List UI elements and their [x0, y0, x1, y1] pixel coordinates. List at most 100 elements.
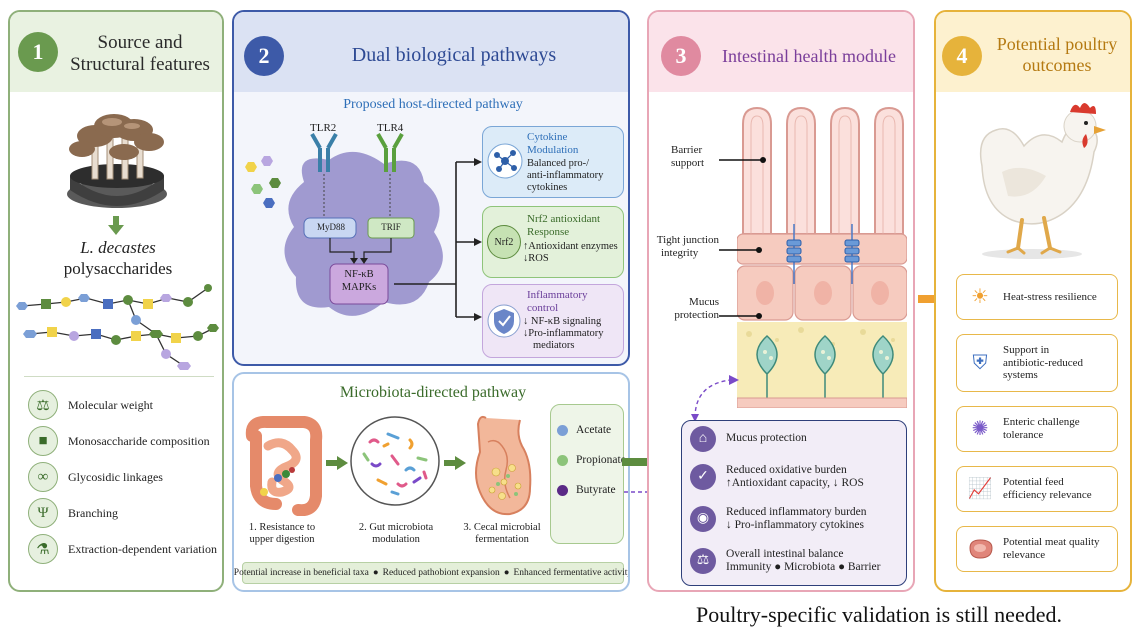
title-line: Potential poultry	[996, 34, 1118, 54]
arrow-down-icon	[108, 216, 124, 235]
chicken-icon	[979, 103, 1106, 259]
outcome-line: Potential meat quality	[1003, 536, 1100, 549]
panel-title: Source and Structural features	[60, 32, 220, 76]
scfa-item: Acetate	[557, 424, 611, 436]
desc-text: Barrier	[847, 561, 881, 574]
footer-text: Enhanced fermentative activity	[513, 568, 630, 578]
nrf2-response-box: Nrf2 Nrf2 antioxidant Response ↑Antioxid…	[482, 206, 624, 278]
outcome-text: Support in antibiotic-reduced systems	[1003, 344, 1083, 382]
desc-line: Balanced pro-/	[527, 158, 590, 169]
panel-intestinal-health: 3 Intestinal health module	[647, 10, 915, 592]
arrow-down-icon: ↓	[523, 253, 529, 265]
receptor-label-tlr2: TLR2	[310, 122, 337, 134]
panel-title: Potential poultry outcomes	[982, 34, 1130, 75]
polysaccharide-chain-icon	[16, 284, 219, 370]
bullet-icon: ●	[372, 568, 379, 578]
balance-icon: ⚖	[690, 548, 716, 574]
scfa-label: Propionate	[576, 454, 626, 466]
title-line: outcomes	[1022, 54, 1092, 75]
receptor-label-tlr4: TLR4	[377, 122, 404, 134]
step-label: 2. Gut microbiota modulation	[344, 522, 448, 546]
outcome-card: ⛨ Support in antibiotic-reduced systems	[956, 334, 1118, 392]
inflammatory-control-box: Inflammatory control ↓ NF-κB signaling ↓…	[482, 284, 624, 358]
mushroom-icon	[67, 114, 167, 208]
adaptor-trif: TRIF	[381, 222, 401, 232]
arrow-up-icon: ↑	[523, 241, 529, 252]
intestinal-tissue-icon	[737, 106, 907, 408]
outcome-card: ✺ Enteric challenge tolerance	[956, 406, 1118, 452]
branch-icon: Ψ	[28, 498, 58, 528]
outcome-line: Enteric challenge	[1003, 416, 1080, 429]
desc-text: ROS	[528, 253, 549, 265]
outcome-title: Overall intestinal balance	[726, 548, 844, 560]
outcome-line: Support in	[1003, 344, 1050, 357]
arrow-right-icon	[326, 456, 348, 470]
step-line: 3. Cecal microbial	[463, 522, 541, 533]
chart-up-icon: 📈	[967, 477, 993, 500]
adaptor-myd88: MyD88	[316, 222, 345, 232]
panel-dual-pathways: 2 Dual biological pathways Proposed host…	[232, 10, 630, 366]
desc-text: ROS	[841, 477, 864, 490]
title-line: Modulation	[527, 143, 579, 156]
outcome-title: Reduced oxidative burden	[726, 464, 847, 476]
outcome-line: Potential feed	[1003, 476, 1064, 489]
arrow-down-icon: ↓	[523, 328, 529, 340]
microbiota-footer: Potential increase in beneficial taxa ● …	[234, 562, 628, 584]
scfa-item: Butyrate	[557, 484, 616, 496]
outcome-text: Potential meat quality relevance	[1003, 536, 1100, 561]
desc-line: ↑Antioxidant enzymes	[523, 241, 618, 253]
title-line: Structural features	[70, 53, 210, 75]
badge-label: Nrf2	[494, 236, 514, 248]
arrow-down-icon: ↓	[832, 477, 839, 490]
microbiota-title: Microbiota-directed pathway	[339, 384, 527, 401]
panel-header	[234, 12, 628, 92]
outcome-text: Overall intestinal balance Immunity ● Mi…	[726, 548, 880, 574]
scfa-label: Butyrate	[576, 484, 616, 496]
shield-plus-icon: ⛨	[972, 351, 988, 374]
network-icon	[487, 143, 523, 179]
panel-number: 1	[18, 32, 58, 72]
desc-text: Pro-inflammatory	[528, 328, 604, 340]
feature-label: Glycosidic linkages	[68, 469, 163, 484]
footnote: Poultry-specific validation is still nee…	[696, 602, 1062, 627]
arrow-down-icon: ↓	[523, 316, 531, 327]
panel-title: Dual biological pathways	[351, 44, 557, 66]
label-line: protection	[674, 308, 719, 321]
label-line: integrity	[661, 246, 699, 259]
propionate-dot-icon	[557, 454, 568, 466]
title-line: Source and	[97, 32, 183, 53]
box-desc: ↓ NF-κB signaling ↓Pro-inflammatory medi…	[523, 316, 603, 352]
desc-line: cytokines	[527, 182, 568, 194]
outcome-line: antibiotic-reduced	[1003, 356, 1084, 369]
title-line: control	[527, 301, 559, 314]
intestinal-outcomes-box	[681, 420, 907, 586]
panel-number: 3	[661, 36, 701, 76]
panel-number: 4	[942, 36, 982, 76]
outcome-card: 📈 Potential feed efficiency relevance	[956, 466, 1118, 512]
step-line: 1. Resistance to	[248, 522, 316, 533]
outcome-line: systems	[1003, 369, 1038, 382]
outcome-row: ◉ Reduced inflammatory burden ↓ Pro-infl…	[690, 506, 867, 532]
panel-source: 1 Source and Structural features L. deca…	[8, 10, 224, 592]
link-icon: ∞	[28, 462, 58, 492]
feature-row: ⚗ Extraction-dependent variation	[28, 534, 217, 564]
arrow-down-icon: ↓	[726, 519, 735, 532]
desc-line: anti-inflammatory	[527, 170, 604, 182]
microbe-icon: ✺	[971, 417, 989, 440]
desc-text: Pro-inflammatory cytokines	[734, 519, 864, 532]
outcome-text: Reduced oxidative burden ↑Antioxidant ca…	[726, 464, 864, 490]
arrow-up-icon: ↑	[726, 477, 732, 490]
feature-row: ∞ Glycosidic linkages	[28, 462, 163, 492]
scale-icon: ⚖	[28, 390, 58, 420]
outcome-desc: ↑Antioxidant capacity, ↓ ROS	[726, 477, 864, 490]
dashed-connector	[691, 375, 739, 422]
cube-icon: ■	[28, 426, 58, 456]
box-title: Nrf2 antioxidant Response	[527, 213, 600, 238]
desc-line: ↓ROS	[523, 253, 618, 265]
cell-signaling-diagram	[245, 133, 482, 321]
panel-number: 2	[244, 36, 284, 76]
step-line: 2. Gut microbiota	[358, 522, 434, 533]
microbiota-dish-icon	[350, 416, 440, 506]
sun-icon: ☀	[971, 285, 989, 308]
scfa-label: Acetate	[576, 424, 612, 436]
